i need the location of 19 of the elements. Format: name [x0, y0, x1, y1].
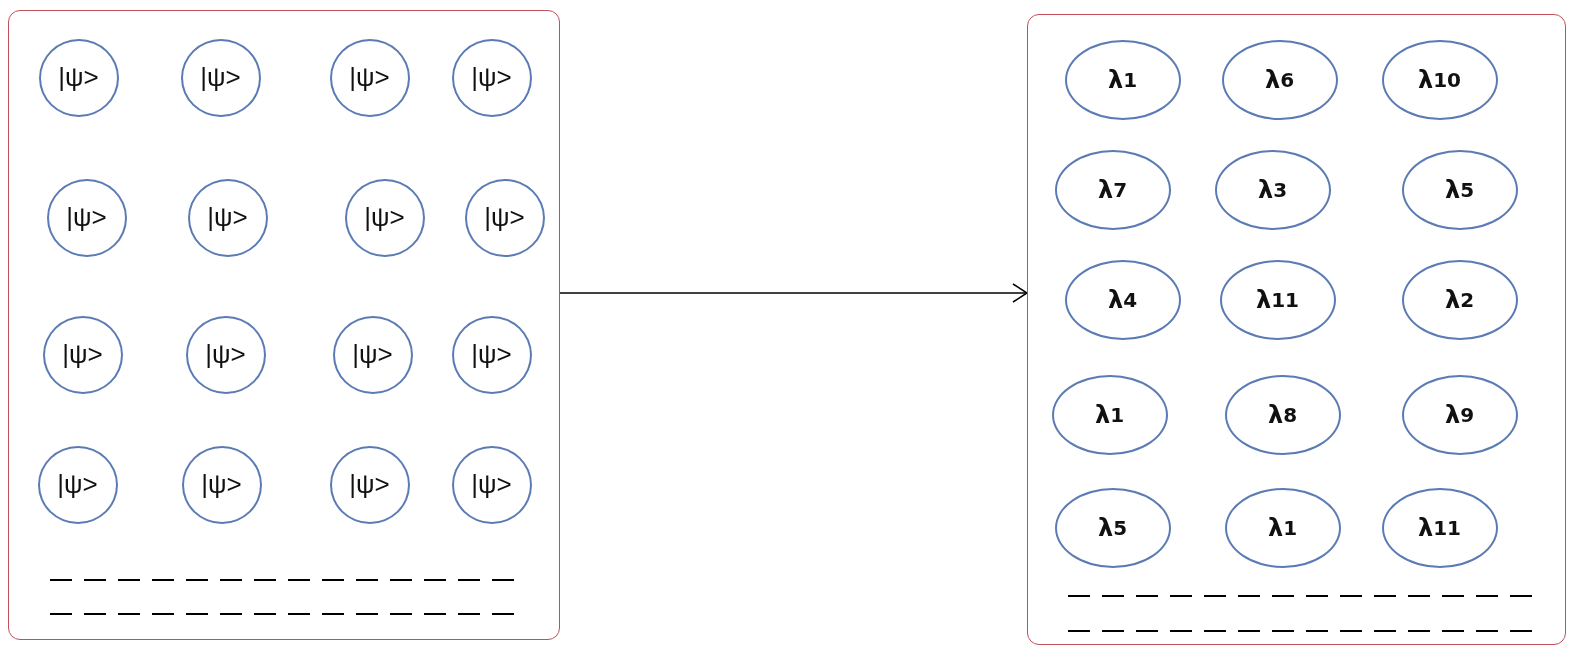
state-circle: |ψ>: [42, 315, 123, 394]
state-circle: |ψ>: [46, 178, 127, 257]
panel-box: [1027, 14, 1566, 645]
state-circle: |ψ>: [38, 38, 119, 117]
state-circle: |ψ>: [187, 178, 268, 257]
panel-box: [8, 10, 560, 640]
state-circle: |ψ>: [451, 445, 532, 524]
arrow: [559, 283, 1028, 303]
state-circle: |ψ>: [464, 178, 545, 257]
state-circle: |ψ>: [181, 445, 262, 524]
state-circle: |ψ>: [329, 445, 410, 524]
state-circle: |ψ>: [37, 445, 118, 524]
state-circle: |ψ>: [451, 315, 532, 394]
state-circle: |ψ>: [332, 315, 413, 394]
state-circle: |ψ>: [185, 315, 266, 394]
state-circle: |ψ>: [329, 38, 410, 117]
state-circle: |ψ>: [451, 38, 532, 117]
state-circle: |ψ>: [180, 38, 261, 117]
state-circle: |ψ>: [344, 178, 425, 257]
